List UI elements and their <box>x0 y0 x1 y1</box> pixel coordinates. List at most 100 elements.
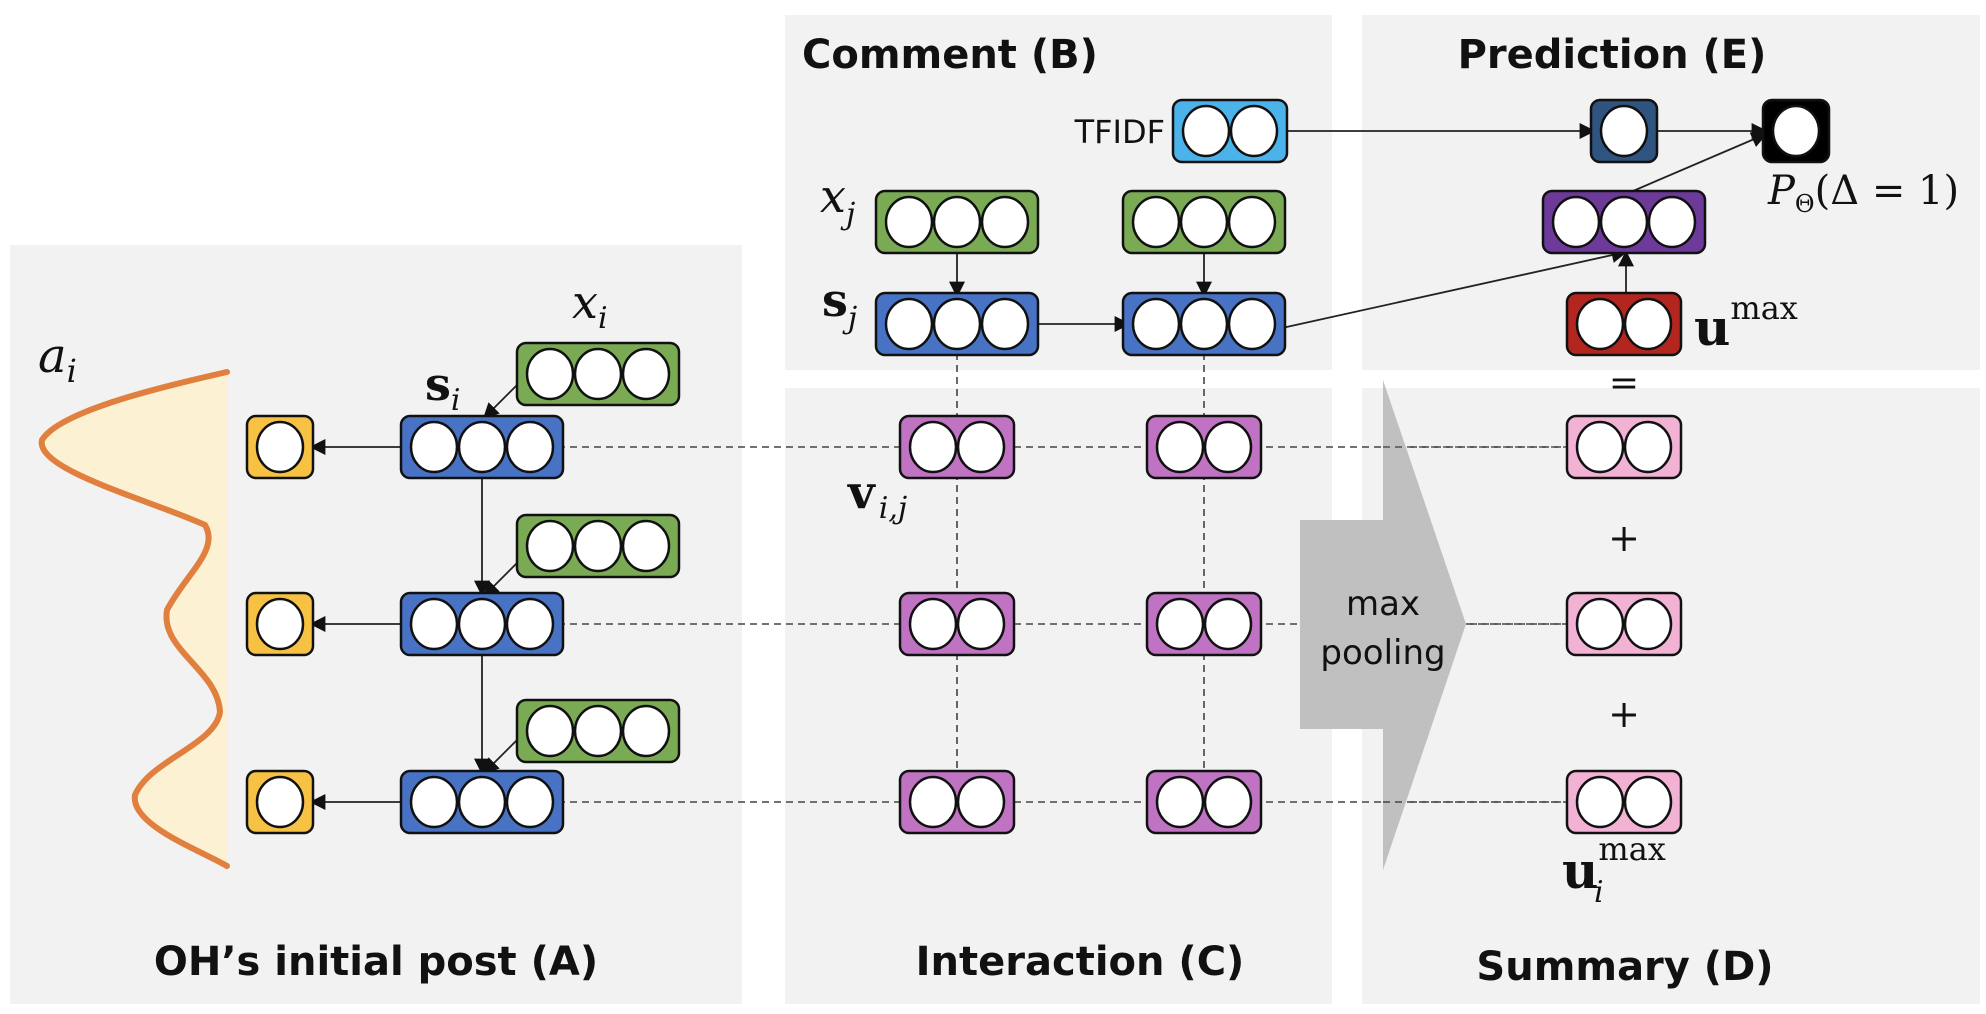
neuron <box>1575 775 1625 829</box>
neuron <box>1179 195 1229 249</box>
neuron <box>884 195 934 249</box>
neuron <box>1203 420 1253 474</box>
neuron <box>1575 420 1625 474</box>
neuron <box>908 420 958 474</box>
neuron <box>1155 775 1205 829</box>
final-vector-label: umax <box>1694 289 1798 357</box>
neuron <box>255 775 305 829</box>
post-state-node <box>399 591 565 657</box>
neuron <box>956 775 1006 829</box>
comment-state-node <box>1121 291 1287 357</box>
post-state-node <box>399 769 565 835</box>
equals-sign: = <box>1609 363 1639 404</box>
output-node <box>1761 98 1831 164</box>
neuron <box>1599 195 1649 249</box>
umax-node <box>1565 291 1683 357</box>
summary-vector-sub: i <box>1594 875 1604 910</box>
attention-label: ai <box>38 328 77 390</box>
neuron <box>908 597 958 651</box>
panel-title-prediction: Prediction (E) <box>1458 32 1767 78</box>
neuron <box>1179 297 1229 351</box>
tfidf-dense-node <box>1589 98 1659 164</box>
output-label: PΘ(Δ = 1) <box>1767 168 1959 218</box>
neuron <box>1623 297 1673 351</box>
summary-node <box>1565 769 1683 835</box>
connections <box>309 123 1768 810</box>
interaction-node <box>1145 769 1263 835</box>
interaction-node <box>898 769 1016 835</box>
neuron <box>621 519 671 573</box>
neuron <box>1623 420 1673 474</box>
neuron <box>1599 104 1649 158</box>
panel-interaction <box>785 388 1332 1004</box>
neuron <box>505 775 555 829</box>
attention-distribution <box>38 369 230 869</box>
attention-node <box>245 769 315 835</box>
post-input-node <box>515 513 681 579</box>
layer-nodes <box>245 98 1831 835</box>
post-input-node <box>515 341 681 407</box>
attention-fill-area <box>41 372 227 866</box>
neuron <box>908 775 958 829</box>
neuron <box>956 420 1006 474</box>
neuron <box>932 195 982 249</box>
post-input-label: xi <box>572 275 608 336</box>
interaction-node <box>898 591 1016 657</box>
neuron <box>1575 297 1625 351</box>
hidden-node <box>1541 189 1707 255</box>
post-input-node <box>515 698 681 764</box>
neuron <box>1771 104 1821 158</box>
neuron <box>573 347 623 401</box>
neuron <box>980 297 1030 351</box>
panel-title-post: OH’s initial post (A) <box>154 939 598 985</box>
attention-node <box>245 414 315 480</box>
neuron <box>1203 597 1253 651</box>
neuron <box>525 519 575 573</box>
neuron <box>409 597 459 651</box>
neuron <box>1227 195 1277 249</box>
panel-title-interaction: Interaction (C) <box>916 939 1245 985</box>
neuron <box>621 704 671 758</box>
neuron <box>1551 195 1601 249</box>
neuron <box>1227 297 1277 351</box>
neuron <box>255 420 305 474</box>
neuron <box>255 597 305 651</box>
neuron <box>956 597 1006 651</box>
neuron <box>525 347 575 401</box>
neuron <box>1203 775 1253 829</box>
tfidf-node <box>1171 98 1289 164</box>
neuron <box>1155 597 1205 651</box>
comment-input-node <box>1121 189 1287 255</box>
summary-node <box>1565 591 1683 657</box>
neuron <box>457 597 507 651</box>
panel-summary <box>1362 388 1980 1004</box>
neuron <box>1131 297 1181 351</box>
post-state-node <box>399 414 565 480</box>
neuron <box>1623 597 1673 651</box>
neuron <box>1647 195 1697 249</box>
max-pooling-label-line1: max <box>1346 584 1420 624</box>
summary-vector-label: umax <box>1562 830 1666 900</box>
attention-node <box>245 591 315 657</box>
plus-sign-2: + <box>1608 692 1640 736</box>
neuron <box>1131 195 1181 249</box>
dashed-through-pool <box>1383 446 1572 803</box>
max-pooling-label-line2: pooling <box>1320 633 1445 673</box>
tfidf-label: TFIDF <box>1074 113 1165 151</box>
neuron <box>457 775 507 829</box>
neuron <box>1575 597 1625 651</box>
neuron <box>621 347 671 401</box>
plus-sign-1: + <box>1608 516 1640 560</box>
neuron <box>884 297 934 351</box>
neuron <box>980 195 1030 249</box>
max-pooling-arrow: max pooling <box>1300 380 1466 870</box>
neuron <box>505 597 555 651</box>
interaction-node <box>1145 414 1263 480</box>
summary-node <box>1565 414 1683 480</box>
neuron <box>1229 104 1279 158</box>
comment-input-node <box>874 189 1040 255</box>
neuron <box>409 420 459 474</box>
comment-state-node <box>874 291 1040 357</box>
interaction-node <box>898 414 1016 480</box>
